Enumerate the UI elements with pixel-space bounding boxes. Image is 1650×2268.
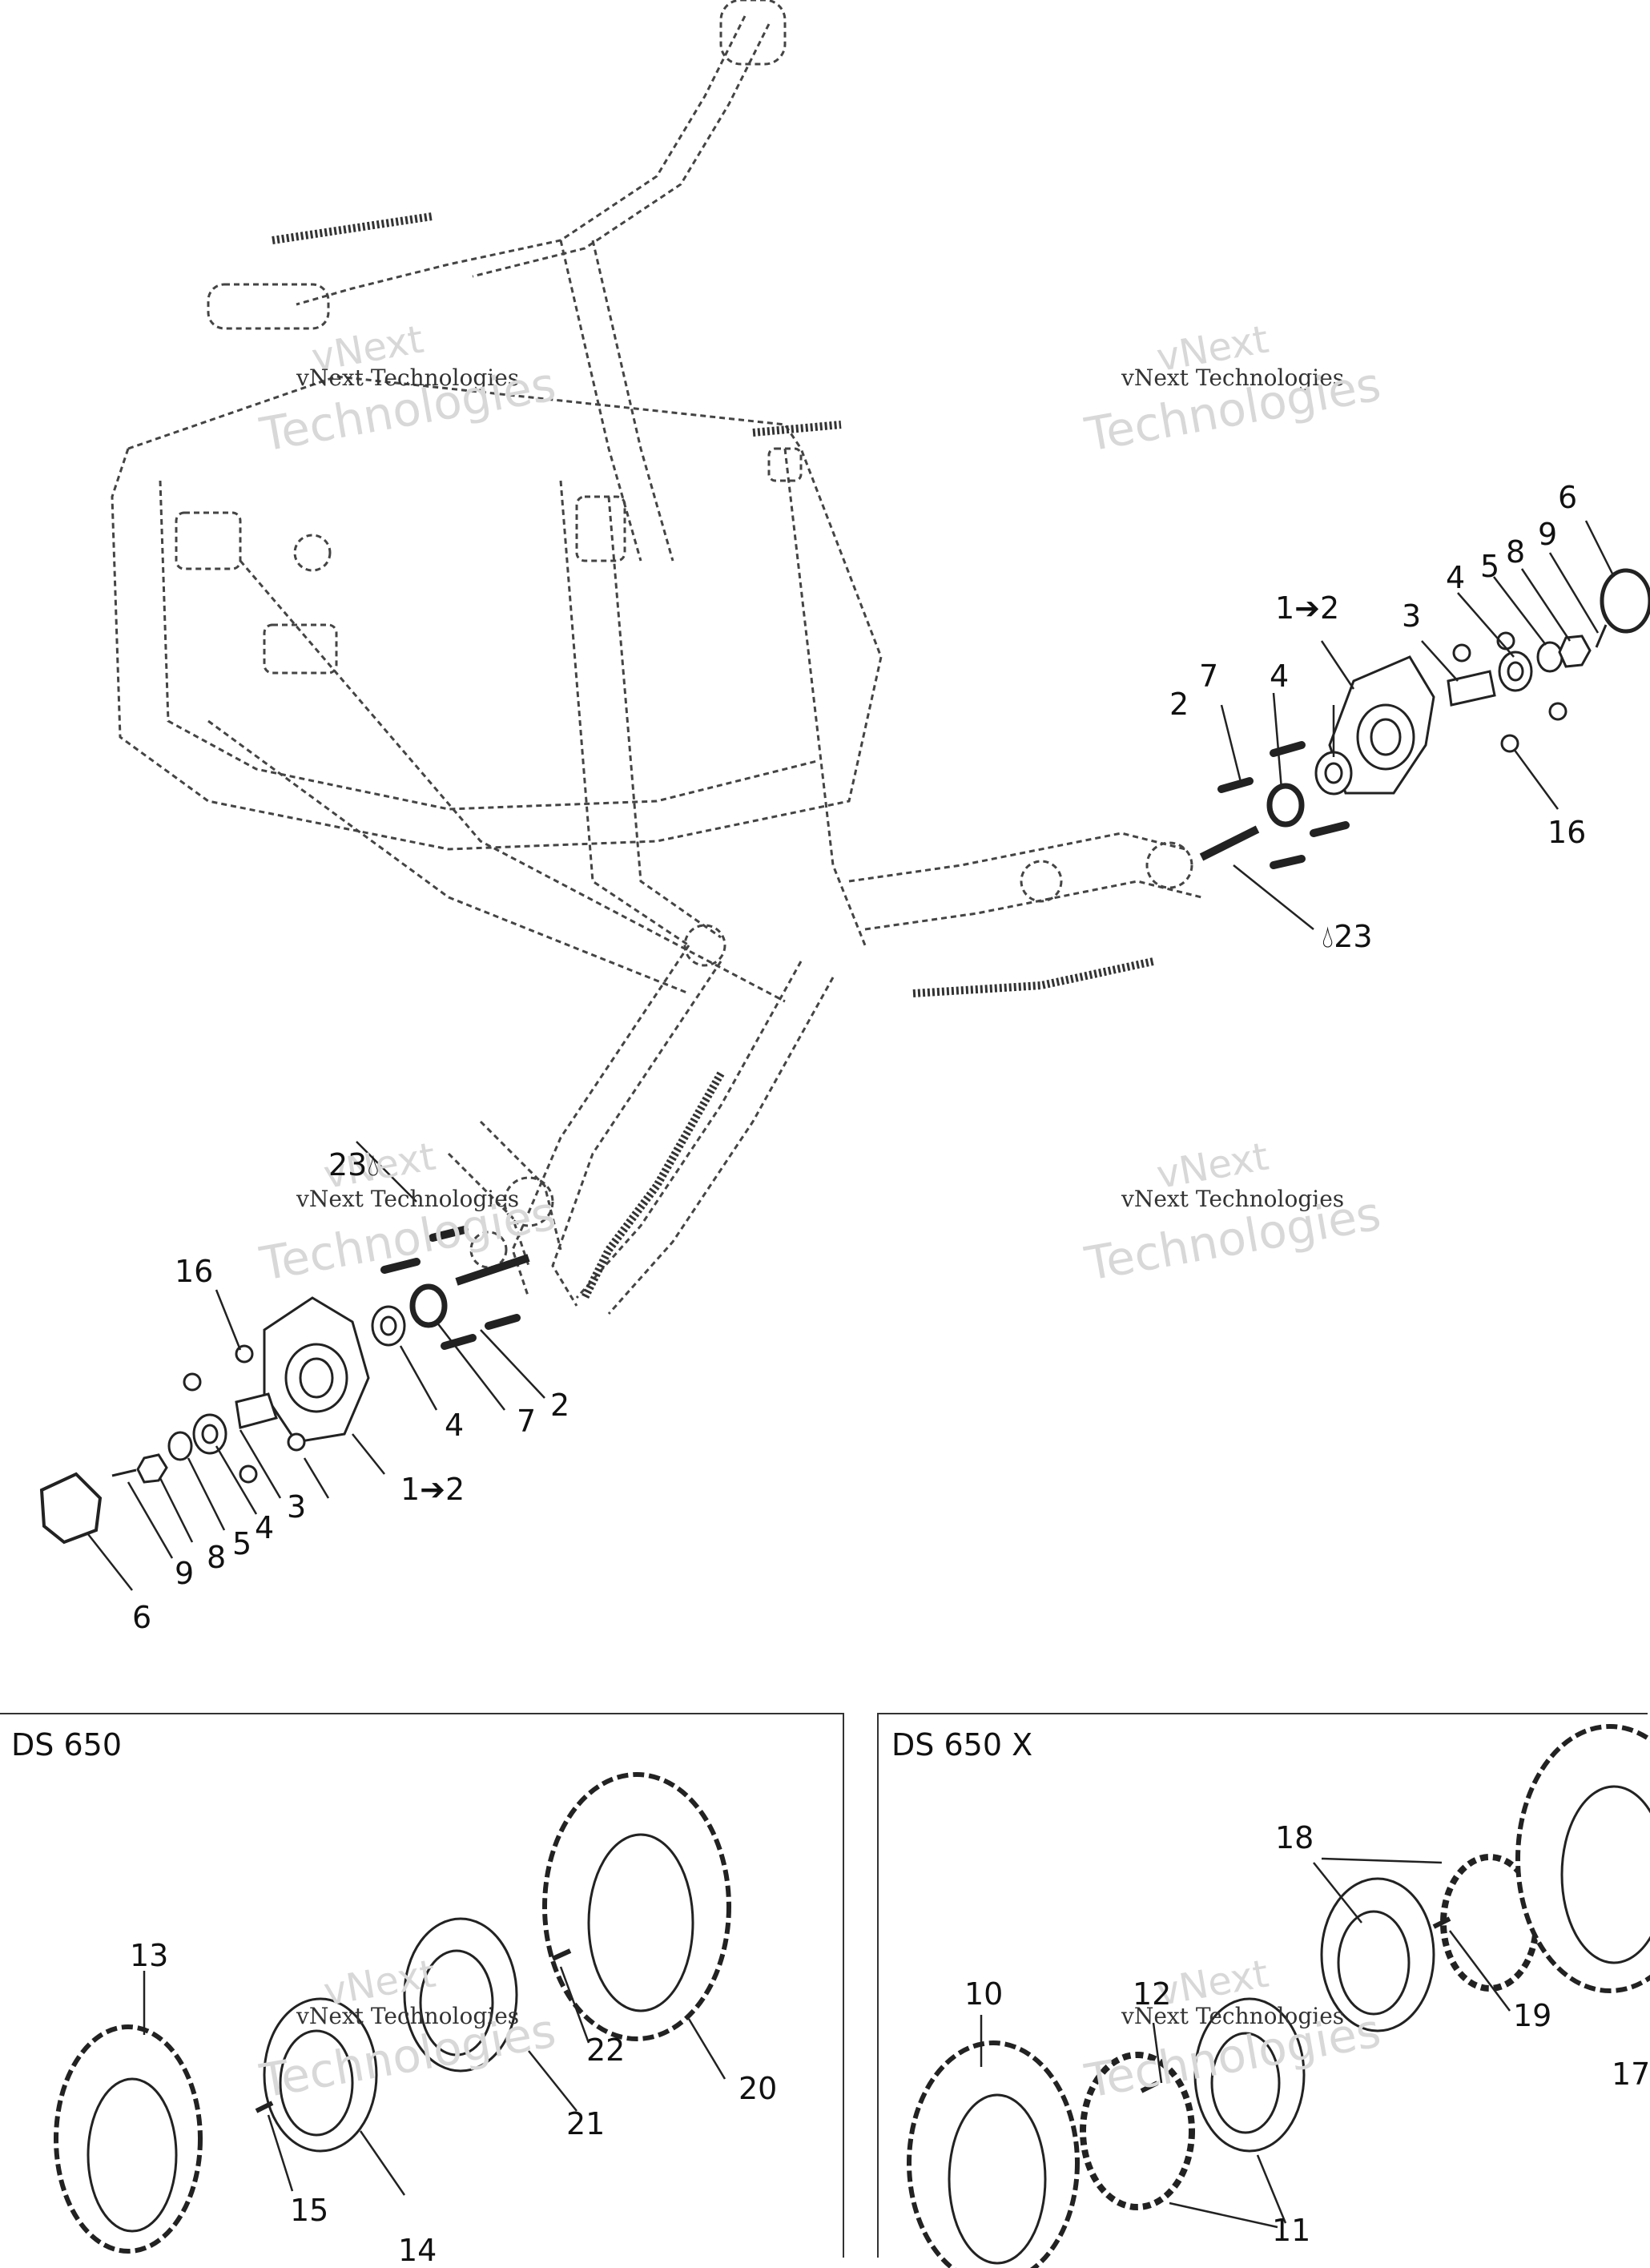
callout-16: 16 (1547, 815, 1587, 850)
panel-ds650x: DS 650 X 10 12 11 18 19 17 (877, 1713, 1650, 2258)
ds650-leaders (143, 1966, 726, 2196)
panel-title: DS 650 X (891, 1727, 1033, 1762)
callout-20: 20 (738, 2071, 778, 2106)
callout-10: 10 (964, 1976, 1004, 2012)
callout-23-number: 23 (1334, 919, 1373, 954)
callout-15: 15 (290, 2193, 329, 2228)
callout-5: 5 (1480, 549, 1500, 584)
callout-4-b: 4 (1446, 560, 1466, 595)
callout-4: 4 (445, 1408, 465, 1443)
ds650x-leaders (980, 1857, 1511, 2229)
callout-19: 19 (1513, 1998, 1552, 2033)
callout-2: 2 (550, 1388, 570, 1423)
callout-6: 6 (1558, 480, 1578, 515)
callout-18: 18 (1275, 1820, 1314, 1855)
callout-13: 13 (130, 1938, 169, 1973)
callout-1-2: 1➔2 (1275, 590, 1340, 626)
callout-2: 2 (1169, 687, 1189, 722)
grease-drop-icon: 💧︎ (1322, 919, 1334, 954)
callout-23: 💧︎23 (1322, 921, 1373, 952)
callout-7: 7 (1199, 659, 1219, 694)
callout-1-2: 1➔2 (400, 1472, 465, 1507)
callout-3: 3 (287, 1489, 307, 1525)
callout-12: 12 (1133, 1976, 1172, 2012)
hatched-rails (272, 212, 1155, 1300)
callout-14: 14 (398, 2233, 437, 2268)
ds650-wheel-group (54, 1772, 731, 2254)
upper-right-leaders (1220, 520, 1616, 930)
panel-title: DS 650 (11, 1727, 122, 1762)
lower-left-leaders (87, 1141, 545, 1591)
frame-outline (111, 0, 1202, 1315)
callout-11: 11 (1272, 2213, 1311, 2248)
callout-16: 16 (175, 1254, 214, 1289)
grease-drop-icon: 💧︎ (367, 1147, 380, 1182)
panel-ds650: DS 650 13 15 14 21 22 20 (0, 1713, 844, 2266)
callout-22: 22 (586, 2032, 626, 2068)
callout-9: 9 (175, 1556, 195, 1591)
callout-23: 23💧︎ (328, 1150, 380, 1180)
callout-4: 4 (1270, 659, 1290, 694)
callout-8: 8 (207, 1540, 227, 1575)
callout-21: 21 (566, 2106, 606, 2141)
callout-4-b: 4 (255, 1510, 275, 1545)
callout-3: 3 (1402, 598, 1422, 634)
callout-8: 8 (1506, 534, 1526, 570)
lower-left-hub-assembly (39, 1226, 530, 1545)
callout-9: 9 (1538, 517, 1558, 552)
callout-7: 7 (517, 1404, 537, 1439)
ds650x-wheel-group (907, 1724, 1650, 2268)
callout-23-number: 23 (328, 1147, 368, 1182)
callout-5: 5 (232, 1526, 252, 1561)
callout-17: 17 (1612, 2057, 1650, 2092)
upper-right-hub-assembly (1199, 568, 1650, 869)
callout-6: 6 (132, 1600, 152, 1635)
